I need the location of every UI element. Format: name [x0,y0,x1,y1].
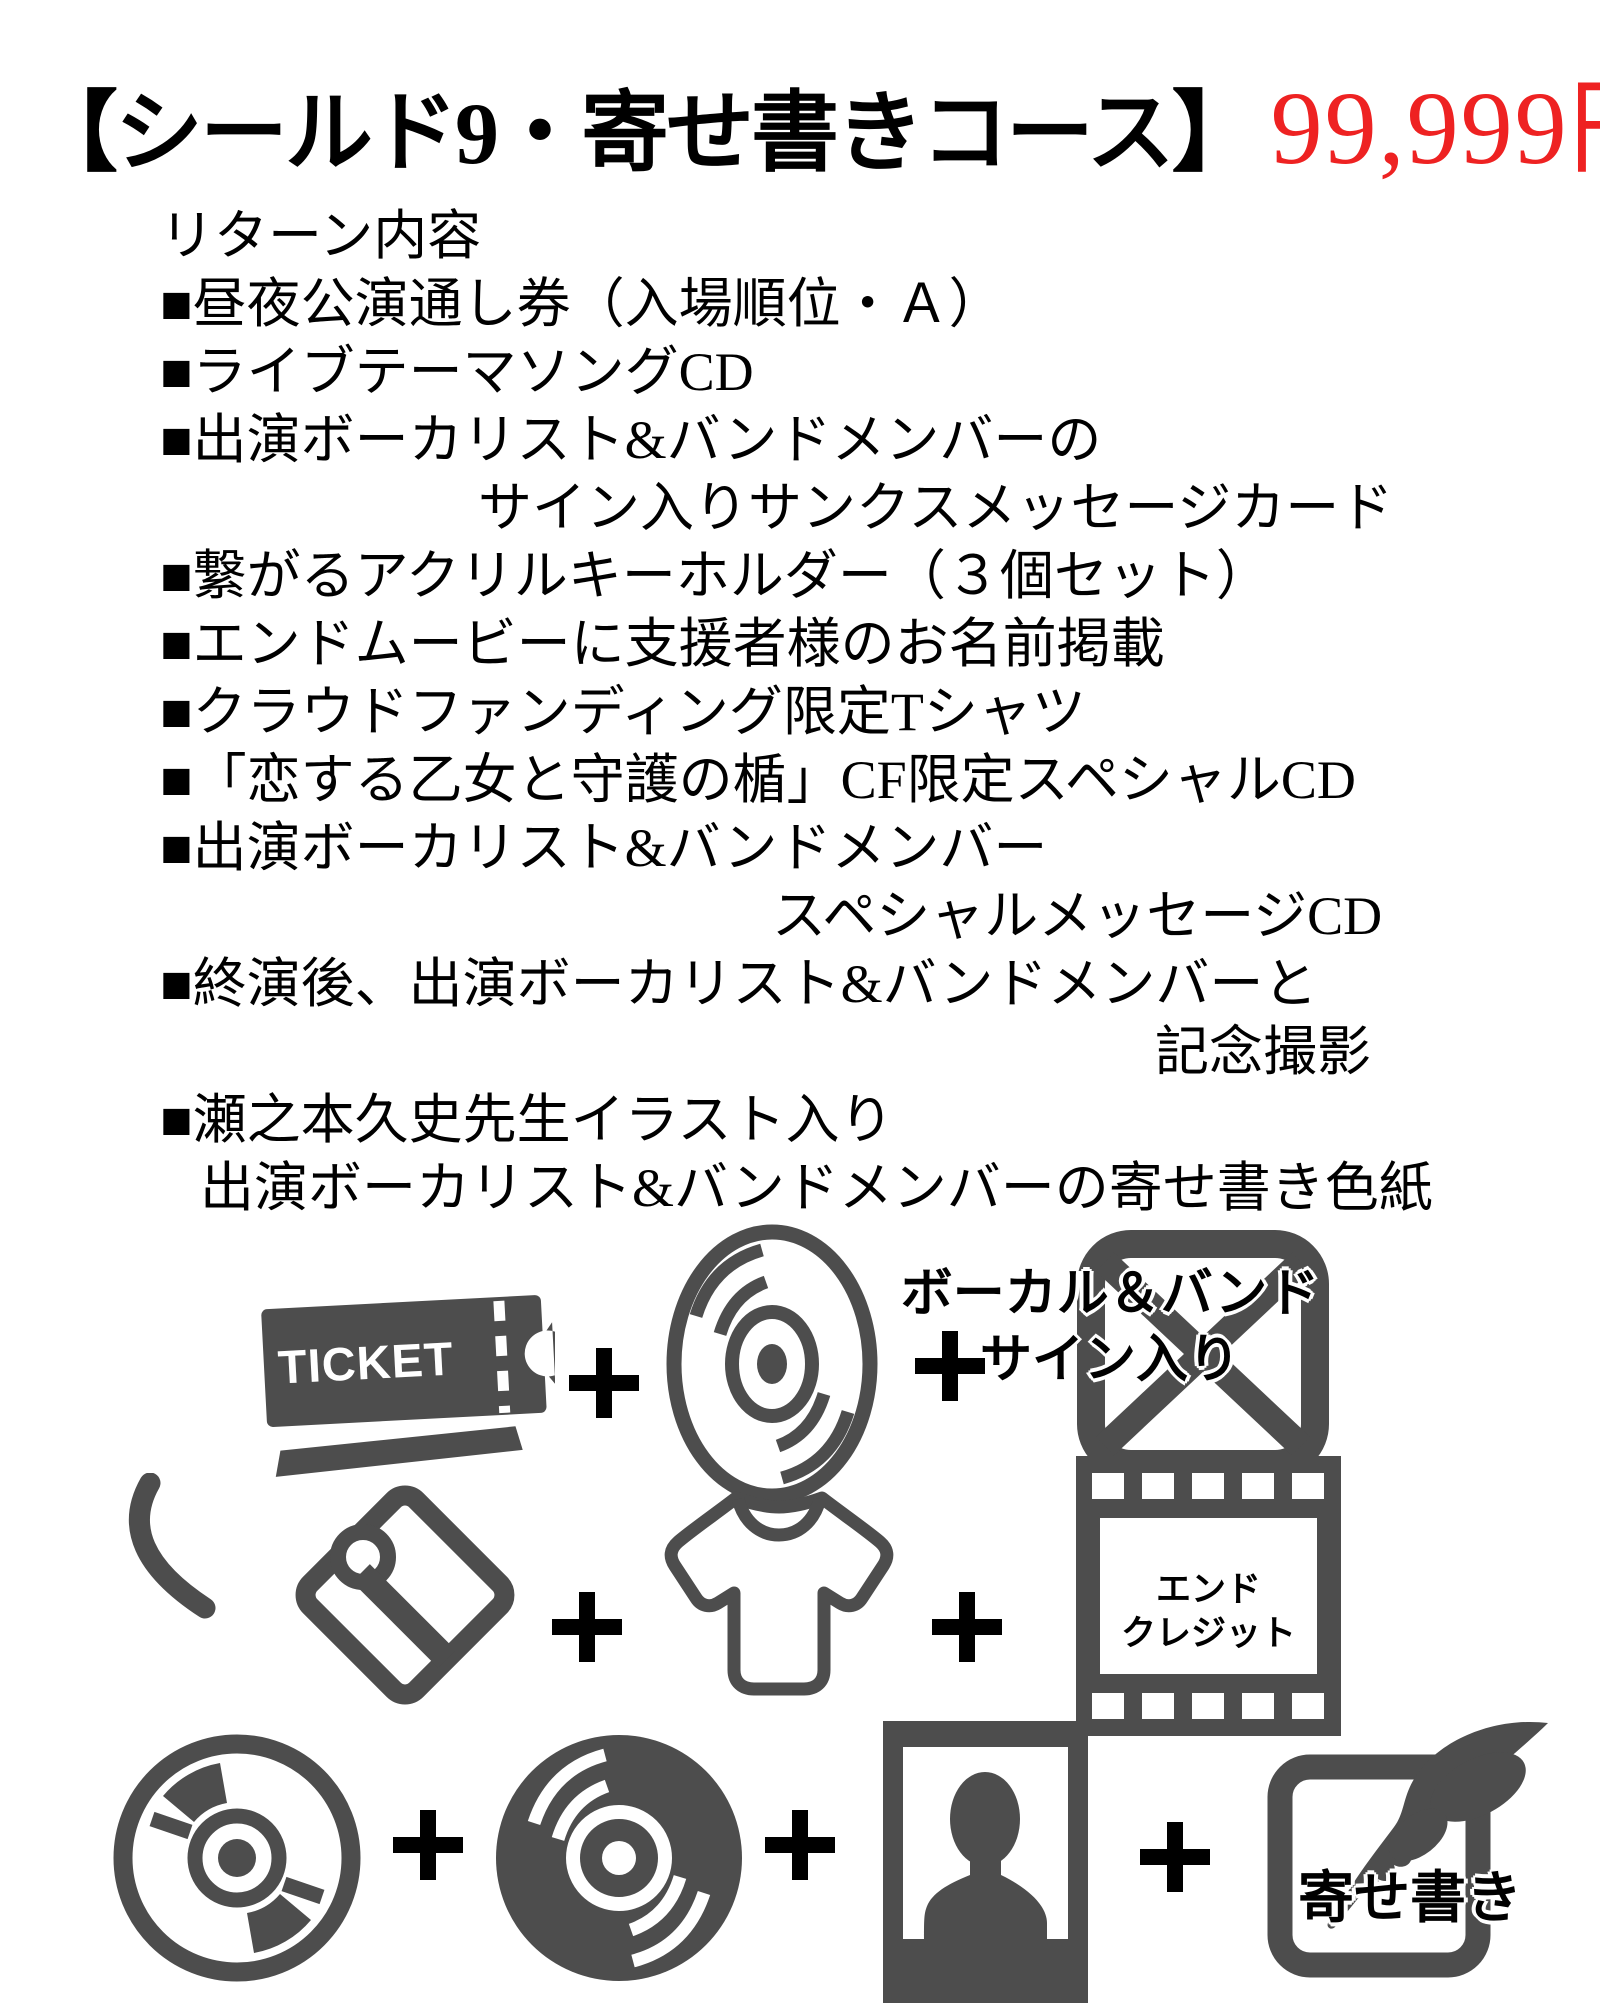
return-item: ■終演後、出演ボーカリスト&バンドメンバーと [160,954,1318,1014]
plus-icon [552,1592,622,1662]
return-item: ■クラウドファンディング限定Tシャツ [160,682,1086,742]
return-item: 記念撮影 [1155,1022,1371,1082]
return-item: ■昼夜公演通し券（入場順位・Ａ） [160,274,1003,334]
film-caption: エンド クレジット [1100,1568,1317,1656]
plus-icon [915,1331,985,1401]
return-item: ■「恋する乙女と守護の楯」CF限定スペシャルCD [160,750,1356,810]
plus-icon [932,1592,1002,1662]
course-price: 99,999円 [1270,71,1600,186]
film-caption-line2: クレジット [1120,1614,1296,1653]
plus-icon [1140,1822,1210,1892]
return-item: ■瀬之本久史先生イラスト入り [160,1090,894,1150]
film-caption-line1: エンド [1155,1570,1261,1609]
return-item: スペシャルメッセージCD [772,886,1383,946]
return-item: ■出演ボーカリスト&バンドメンバーの [160,410,1102,470]
vinyl-disc-icon [492,1731,747,1986]
tag-keyholder-icon [105,1473,515,1723]
tshirt-icon [648,1486,910,1704]
return-item: ■出演ボーカリスト&バンドメンバー [160,818,1048,878]
return-item: 出演ボーカリスト&バンドメンバーの寄せ書き色紙 [200,1158,1433,1218]
cd-rom-icon [110,1731,365,1986]
returns-list: リターン内容 ■昼夜公演通し券（入場順位・Ａ） ■ライブテーマソングCD ■出演… [160,202,1433,1222]
signing-caption: 寄せ書き [1298,1866,1522,1929]
plus-icon [393,1810,463,1880]
return-item: サイン入りサンクスメッセージカード [478,478,1394,538]
plus-icon [765,1810,835,1880]
returns-heading: リターン内容 [160,206,482,266]
return-item: ■繋がるアクリルキーホルダー（３個セット） [160,546,1270,606]
return-item: ■ライブテーマソングCD [160,342,754,402]
envelope-caption-line2: サイン入り [979,1332,1240,1389]
page-title: 【シールド9・寄せ書きコース】99,999円 [30,42,1600,193]
course-name: 【シールド9・寄せ書きコース】 [30,86,1260,183]
plus-icon [569,1348,639,1418]
envelope-caption: ボーカル＆バンド サイン入り [880,1262,1340,1394]
signing-board-quill-icon [1266,1715,1558,2003]
return-item: ■エンドムービーに支援者様のお名前掲載 [160,614,1165,674]
film-strip-icon [1076,1456,1341,1736]
envelope-caption-line1: ボーカル＆バンド [900,1266,1320,1323]
ticket-icon: TICKET [255,1272,555,1527]
portrait-photo-icon [883,1721,1088,2003]
cd-icon [662,1222,882,1507]
ticket-label: TICKET [277,1331,455,1393]
